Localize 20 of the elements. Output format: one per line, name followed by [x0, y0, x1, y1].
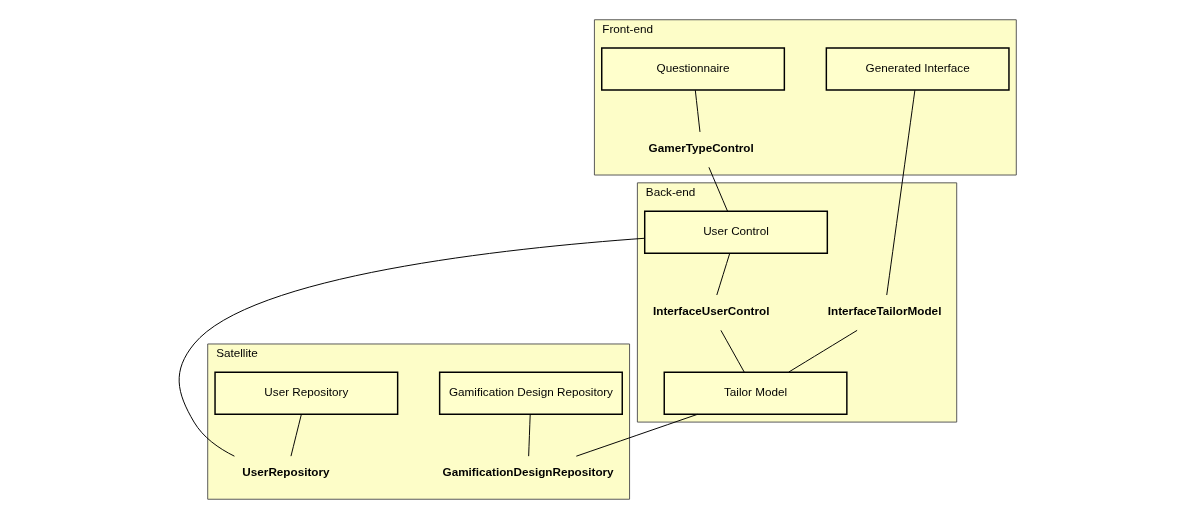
connector — [694, 89, 701, 133]
node-text: InterfaceTailorModel — [827, 303, 942, 317]
connector — [708, 166, 728, 212]
connector — [178, 237, 645, 457]
node-box: User Repository — [214, 371, 399, 415]
connector — [886, 89, 916, 296]
connector — [788, 329, 858, 373]
connector — [528, 414, 531, 457]
node-box: Questionnaire — [601, 47, 786, 91]
node-box: Gamification Design Repository — [438, 371, 623, 415]
connector — [720, 329, 745, 373]
node-text: GamificationDesignRepository — [442, 464, 614, 478]
node-box: User Control — [644, 210, 829, 254]
node-text: InterfaceUserControl — [653, 303, 770, 317]
node-text: UserRepository — [242, 464, 330, 478]
node-box: Tailor Model — [663, 371, 848, 415]
node-box: Generated Interface — [825, 47, 1010, 91]
connector — [716, 252, 731, 296]
connector — [290, 414, 302, 457]
node-text: GamerTypeControl — [648, 140, 754, 154]
